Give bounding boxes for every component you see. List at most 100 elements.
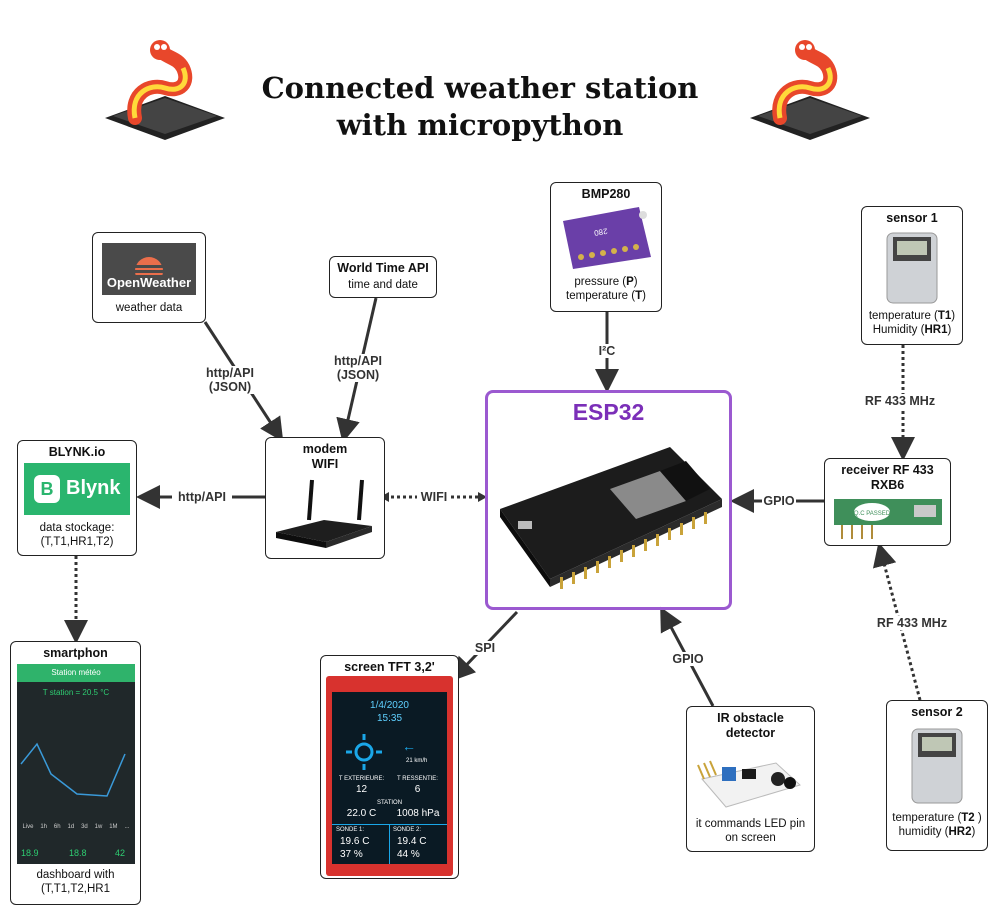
sensor2-humidity-symbol: HR2 bbox=[948, 826, 972, 838]
blynk-title: BLYNK.io bbox=[48, 445, 106, 459]
smartphone-value-3: 42 bbox=[115, 848, 126, 858]
tft-title: screen TFT 3,2' bbox=[344, 660, 435, 674]
sensor1-temperature-symbol: T1 bbox=[937, 310, 952, 322]
bmp280-title: BMP280 bbox=[581, 187, 631, 201]
range-tab-1m[interactable]: 1M bbox=[109, 824, 118, 830]
modem-box: modem WIFI bbox=[265, 437, 385, 559]
sensor2-temperature-prefix: temperature ( bbox=[892, 812, 962, 824]
link-label-wifi: WIFI bbox=[417, 490, 451, 504]
ir-title-line-2: detector bbox=[725, 726, 776, 740]
range-tab-3d[interactable]: 3d bbox=[81, 824, 88, 830]
link-label-i2c: I²C bbox=[594, 344, 620, 358]
bmp280-pressure: pressure (P) bbox=[551, 275, 661, 289]
tft-sonde2-temp: 19.4 C bbox=[397, 836, 427, 847]
bmp280-temperature-suffix: ) bbox=[642, 290, 646, 302]
smartphone-title: smartphon bbox=[43, 646, 108, 660]
sensor1-humidity-prefix: Humidity ( bbox=[872, 324, 925, 336]
receiver-module-icon: Q.C PASSED bbox=[834, 499, 942, 539]
range-tab-1w[interactable]: 1w bbox=[94, 824, 103, 830]
tft-station-temp: 22.0 C bbox=[346, 808, 377, 819]
sensor2-humidity-prefix: humidity ( bbox=[898, 826, 949, 838]
title-line-1: Connected weather station bbox=[261, 71, 699, 105]
sensor2-humidity: humidity (HR2) bbox=[887, 825, 987, 839]
tft-sonde1-label: SONDE 1: bbox=[336, 827, 365, 833]
receiver-box: receiver RF 433 RXB6 Q.C PASSED bbox=[824, 458, 951, 546]
thermometer-sensor-icon bbox=[911, 728, 963, 804]
bmp280-temperature: temperature (T) bbox=[551, 289, 661, 303]
smartphone-caption-line-2: (T,T1,T2,HR1 bbox=[40, 883, 110, 895]
smartphone-screen: Station météo T station = 20.5 °C Live 1… bbox=[17, 664, 135, 864]
sensor1-humidity-symbol: HR1 bbox=[924, 324, 948, 336]
tft-box: screen TFT 3,2' 1/4/2020 15:35 ← 21 km/h… bbox=[320, 655, 459, 879]
smartphone-value-1: 18.9 bbox=[21, 848, 39, 858]
sun-icon bbox=[130, 257, 168, 275]
worldtime-title: World Time API bbox=[337, 261, 429, 275]
thermometer-sensor-icon bbox=[886, 232, 938, 304]
sensor2-box: sensor 2 temperature (T2 ) humidity (HR2… bbox=[886, 700, 988, 851]
title-line-2: with micropython bbox=[336, 108, 624, 142]
receiver-title-line-1: receiver RF 433 bbox=[841, 463, 934, 477]
tft-divider-vertical bbox=[389, 824, 390, 864]
link-label-openweather: http/API (JSON) bbox=[200, 366, 260, 394]
bmp280-pressure-symbol: P bbox=[626, 276, 634, 288]
sensor2-temperature: temperature (T2 ) bbox=[887, 811, 987, 825]
range-tab-1h[interactable]: 1h bbox=[40, 824, 48, 830]
tft-date: 1/4/2020 bbox=[370, 700, 409, 711]
sensor1-temperature-suffix: ) bbox=[951, 310, 956, 322]
blynk-logo: B Blynk bbox=[24, 463, 130, 515]
blynk-caption-line-2: (T,T1,HR1,T2) bbox=[40, 536, 114, 548]
link-label-gpio-ir: GPIO bbox=[670, 652, 706, 666]
sensor1-title: sensor 1 bbox=[886, 211, 938, 225]
blynk-box: BLYNK.io B Blynk data stockage: (T,T1,HR… bbox=[17, 440, 137, 556]
link-label-worldtime: http/API (JSON) bbox=[328, 354, 388, 382]
receiver-title-line-2: RXB6 bbox=[870, 478, 905, 492]
smartphone-app-header: Station météo bbox=[17, 664, 135, 682]
range-tab-6h[interactable]: 6h bbox=[53, 824, 61, 830]
bmp280-temperature-prefix: temperature ( bbox=[566, 290, 636, 302]
worldtime-box: World Time API time and date bbox=[329, 256, 437, 298]
sensor1-temperature-prefix: temperature ( bbox=[868, 310, 938, 322]
link-label-blynk: http/API bbox=[172, 490, 232, 504]
sensor1-humidity: Humidity (HR1) bbox=[862, 323, 962, 337]
tft-sonde1-hum: 37 % bbox=[340, 849, 363, 860]
micropython-logo-right bbox=[750, 40, 870, 140]
tft-sonde2-hum: 44 % bbox=[397, 849, 420, 860]
ir-sensor-module-icon bbox=[697, 760, 801, 808]
tft-station-label: STATION bbox=[376, 800, 403, 806]
link-label-gpio-receiver: GPIO bbox=[762, 494, 796, 508]
bmp280-temperature-symbol: T bbox=[635, 290, 643, 302]
blynk-logo-text: Blynk bbox=[66, 477, 121, 499]
sensor1-box: sensor 1 temperature (T1) Humidity (HR1) bbox=[861, 206, 963, 345]
link-label-spi: SPI bbox=[472, 641, 498, 655]
tft-display: 1/4/2020 15:35 ← 21 km/h T EXTERIEURE: T… bbox=[332, 692, 447, 864]
esp32-box: ESP32 bbox=[485, 390, 732, 610]
sensor1-humidity-suffix: ) bbox=[947, 324, 952, 336]
tft-sonde1-temp: 19.6 C bbox=[340, 836, 370, 847]
bmp280-pressure-prefix: pressure ( bbox=[574, 276, 627, 288]
micropython-logo-left bbox=[105, 40, 225, 140]
openweather-logo-text: OpenWeather bbox=[106, 275, 192, 290]
sensor2-title: sensor 2 bbox=[911, 705, 963, 719]
link-label-worldtime-line-2: (JSON) bbox=[336, 368, 380, 382]
openweather-caption: weather data bbox=[115, 302, 183, 314]
openweather-box: OpenWeather weather data bbox=[92, 232, 206, 323]
link-label-openweather-line-2: (JSON) bbox=[208, 380, 252, 394]
sensor1-temperature: temperature (T1) bbox=[862, 309, 962, 323]
smartphone-chart bbox=[20, 742, 126, 797]
tft-t-ext-label: T EXTERIEURE: bbox=[338, 776, 385, 782]
wind-arrow-icon: ← bbox=[402, 738, 416, 754]
link-label-rf1: RF 433 MHz bbox=[858, 394, 942, 408]
range-tab-1d[interactable]: 1d bbox=[67, 824, 75, 830]
link-label-openweather-line-1: http/API bbox=[206, 366, 254, 380]
page-title: Connected weather station with micropyth… bbox=[250, 70, 710, 144]
range-tab-more[interactable]: ... bbox=[124, 824, 130, 830]
ir-box: IR obstacle detector it commands LED pin… bbox=[686, 706, 815, 852]
bmp280-pressure-suffix: ) bbox=[633, 276, 638, 288]
esp32-board-icon bbox=[500, 447, 722, 589]
bmp280-box: BMP280 280 pressure (P) temperature (T) bbox=[550, 182, 662, 312]
ir-caption-line-1: it commands LED pin bbox=[695, 818, 806, 830]
range-tab-live[interactable]: Live bbox=[22, 824, 34, 830]
sensor2-temperature-suffix: ) bbox=[974, 812, 982, 824]
link-label-rf2: RF 433 MHz bbox=[870, 616, 954, 630]
smartphone-value-2: 18.8 bbox=[69, 848, 87, 858]
